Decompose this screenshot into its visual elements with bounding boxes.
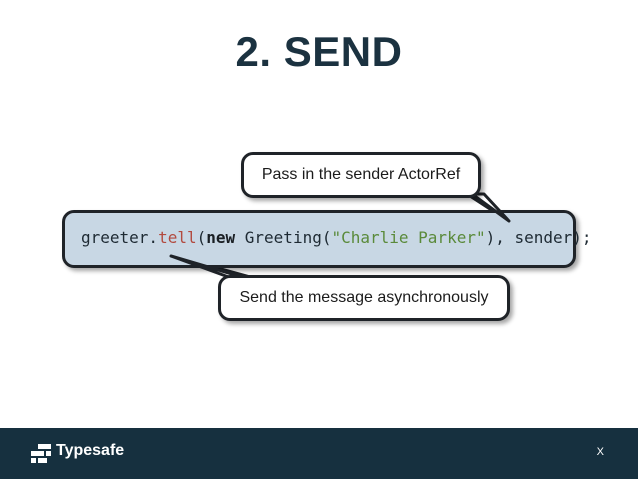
footer-bar: Typesafe X (0, 428, 638, 479)
code-rest: ), sender); (485, 228, 592, 247)
brand-name: Typesafe (56, 442, 125, 459)
slide-title: 2. SEND (235, 28, 403, 75)
code-snippet-box: greeter.tell(new Greeting("Charlie Parke… (62, 210, 592, 268)
page-number: X (596, 446, 604, 458)
callout-async: Send the message asynchronously (218, 275, 510, 321)
code-string: "Charlie Parker" (331, 228, 486, 247)
code-open-paren: ( (196, 228, 207, 247)
code-method: tell (158, 228, 197, 247)
code-object: greeter. (81, 228, 159, 247)
callout-sender: Pass in the sender ActorRef (241, 152, 481, 198)
code-constructor: Greeting( (235, 228, 332, 247)
code-line: greeter.tell(new Greeting("Charlie Parke… (81, 228, 592, 247)
code-keyword: new (206, 228, 236, 247)
typesafe-logo-icon (31, 444, 51, 463)
